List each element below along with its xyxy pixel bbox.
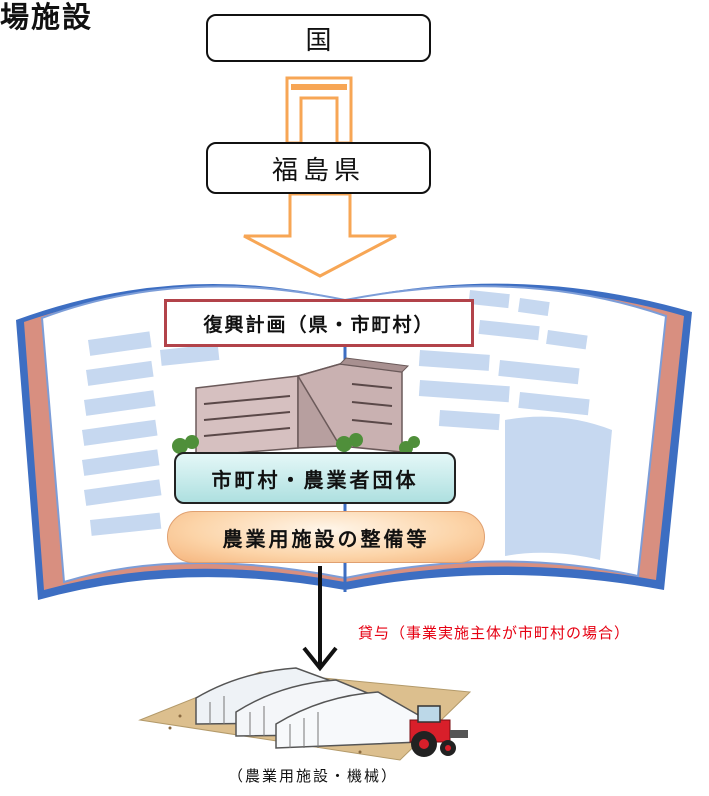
lending-note: 貸与（事業実施主体が市町村の場合） [358,624,631,642]
node-facility-development: 農業用施設の整備等 [167,511,485,563]
arrow-lending [302,566,338,672]
node-label: 国 [305,25,332,56]
tractor-icon [409,705,468,757]
node-label: 農業用施設の整備等 [222,526,430,551]
arrow-national-to-prefecture [285,76,353,145]
office-building-illustration [172,357,420,457]
node-label: 市町村・農業者団体 [211,467,419,492]
node-label: 福島県 [271,155,365,186]
node-national-government: 国 [206,14,431,62]
node-reconstruction-plan: 復興計画（県・市町村） [164,299,474,347]
node-municipality-farmer-groups: 市町村・農業者団体 [174,452,456,504]
greenhouse-illustration [138,667,472,761]
facility-caption: （農業用施設・機械） [228,767,399,785]
node-label: 復興計画（県・市町村） [203,313,435,336]
node-prefecture: 福島県 [206,142,431,194]
page-title-partial: 場施設 [0,0,94,34]
arrow-prefecture-to-plan [243,192,397,278]
